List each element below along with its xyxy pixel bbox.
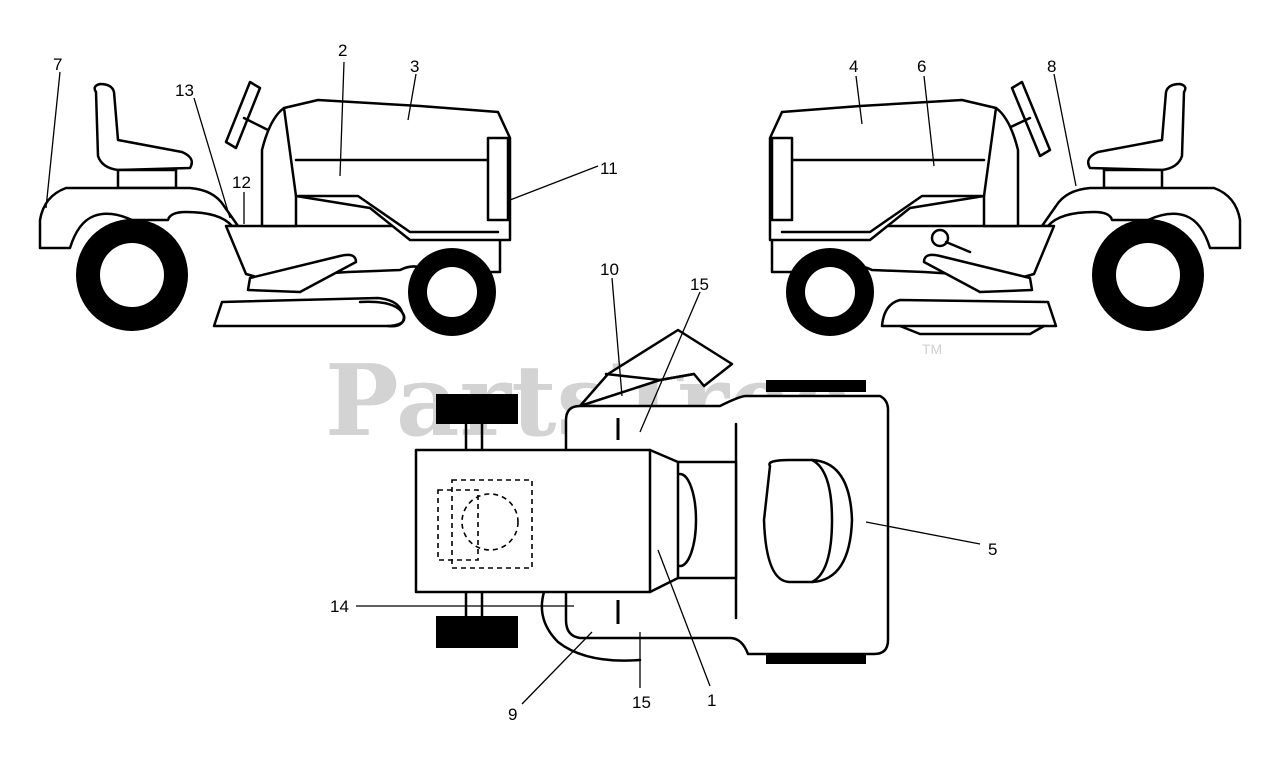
callout-12: 12 xyxy=(232,173,251,192)
leader-lines xyxy=(45,61,1077,705)
callout-13: 13 xyxy=(175,81,194,100)
callout-11: 11 xyxy=(600,159,618,178)
lever-knob-right xyxy=(930,228,950,248)
hood-left xyxy=(282,98,512,242)
callout-7: 7 xyxy=(53,55,62,74)
callout-5: 5 xyxy=(988,540,997,559)
callout-2: 2 xyxy=(338,41,347,60)
callout-4: 4 xyxy=(849,57,858,76)
fuel-area-top xyxy=(451,479,533,569)
front-tire-top-lower xyxy=(766,653,866,664)
rear-fender-left xyxy=(38,186,240,250)
steering-wheel-right xyxy=(1010,80,1052,158)
callout-1: 1 xyxy=(707,691,716,710)
watermark-trademark: TM xyxy=(922,341,942,357)
callout-3: 3 xyxy=(410,57,419,76)
rear-tire-top-lower xyxy=(436,616,518,648)
callout-15-bottom: 15 xyxy=(632,693,651,712)
front-tire-top-upper xyxy=(766,380,866,392)
tractor-right-side-view xyxy=(768,80,1242,336)
rear-tire-top-upper xyxy=(436,394,518,424)
callout-10: 10 xyxy=(600,260,619,279)
seat-top xyxy=(414,448,680,594)
grille-right xyxy=(770,136,794,222)
pedal-right xyxy=(922,253,1034,294)
rear-fender-right xyxy=(1040,186,1242,250)
tractor-left-side-view xyxy=(38,80,512,336)
callout-15-top: 15 xyxy=(690,275,709,294)
grille-top xyxy=(762,458,854,584)
grille-left xyxy=(486,136,510,222)
callout-8: 8 xyxy=(1047,57,1056,76)
hood-right xyxy=(768,98,998,242)
pedal-left xyxy=(246,253,358,294)
callout-9: 9 xyxy=(508,705,517,724)
mower-deck-right xyxy=(880,298,1058,328)
callout-14: 14 xyxy=(330,597,349,616)
callout-labels: 2 3 4 6 8 7 13 12 11 10 15 14 5 9 15 1 xyxy=(53,41,1056,724)
fuel-cap-top xyxy=(461,493,519,551)
steering-wheel-left xyxy=(224,80,262,150)
tractor-top-view xyxy=(414,328,890,664)
seat-left xyxy=(93,82,193,172)
seat-right xyxy=(1087,82,1187,172)
callout-6: 6 xyxy=(917,57,926,76)
